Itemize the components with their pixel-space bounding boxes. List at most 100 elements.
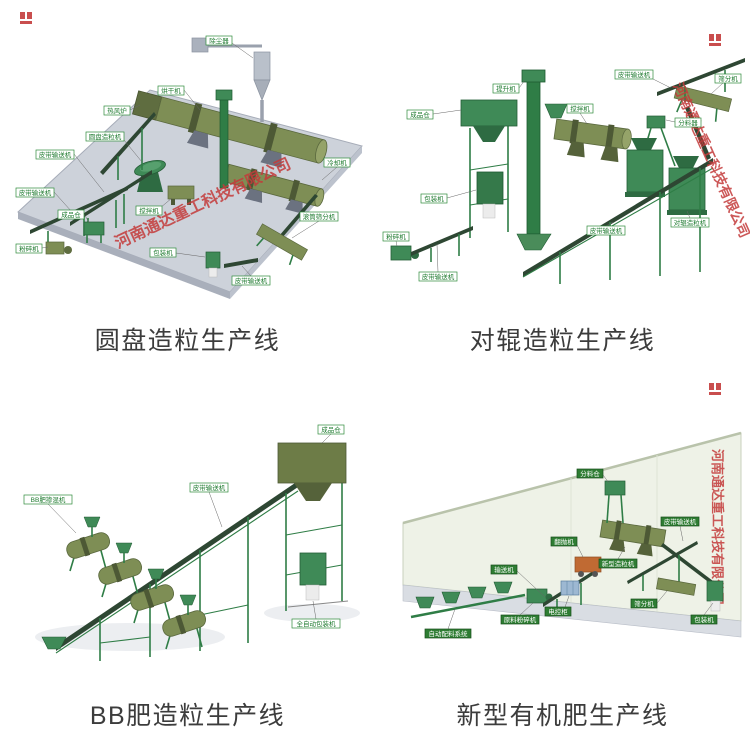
machine-label: 筛分机 [710,73,742,95]
svg-text:筛分机: 筛分机 [634,599,654,608]
bb-mixer [66,516,111,572]
svg-text:烘干机: 烘干机 [161,86,181,95]
svg-text:皮带输送机: 皮带输送机 [590,226,623,235]
bb-mixer [162,594,207,650]
packing-machine [476,171,504,219]
machine-label: 皮带输送机 [15,187,73,213]
machine-label: 搅拌机 [566,103,594,125]
machine-label: 自动配料系统 [424,608,472,639]
machine-label: 热风炉 [103,104,141,116]
red-seal-icon [709,34,721,46]
bb-line-svg: BB肥掺混机 皮带输送机 成品仓 全自动包装机 [23,424,360,661]
svg-text:圆盘造粒机: 圆盘造粒机 [89,132,122,141]
distribution-bin [604,480,626,524]
svg-text:筛分机: 筛分机 [718,74,738,83]
machine-label: 成品仓 [317,424,345,444]
disc-granulator [134,159,166,192]
svg-text:电控柜: 电控柜 [548,607,568,616]
product-caption: 圆盘造粒生产线 [94,327,281,355]
red-seal-icon [709,383,721,395]
belt-conveyor [279,194,318,238]
svg-text:原料粉碎机: 原料粉碎机 [504,615,537,624]
machine-label: BB肥掺混机 [23,494,77,534]
feed-hopper [544,103,568,119]
finished-product-bin [277,442,347,611]
bb-mixer [130,568,175,624]
svg-text:皮带输送机: 皮带输送机 [618,70,651,79]
control-cabinet [560,580,580,596]
illustration-roller-granulation-line: 河南通达重工科技有限公司 成品仓 包装机 提升机 搅拌机 分料器 [375,0,750,303]
svg-text:粉碎机: 粉碎机 [19,244,39,253]
machine-label: 提升机 [492,79,526,94]
machine-label: 烘干机 [157,85,201,111]
roller-granulator [625,138,665,197]
rotary-screen [256,223,308,266]
distributor [644,115,676,167]
disc-line-svg: 河南通达重工科技有限公司 除尘器 烘干机 热风炉 皮带输送机 皮带输送机 [15,12,363,299]
machine-label: 粉碎机 [382,231,410,247]
bucket-elevator [215,89,233,189]
machine-label: 包装机 [690,602,718,625]
svg-text:包装机: 包装机 [694,615,714,624]
product-bin-platform [460,99,518,238]
svg-text:除尘器: 除尘器 [209,36,229,45]
machine-label: 成品仓 [406,109,462,120]
machine-label: 皮带输送机 [614,69,672,89]
machine-label: 皮带输送机 [231,265,271,286]
product-card-roller-granulation-line[interactable]: 河南通达重工科技有限公司 成品仓 包装机 提升机 搅拌机 分料器 [375,0,750,375]
machine-label: 搅拌机 [135,197,173,216]
machine-label: 电控柜 [544,595,572,617]
roller-line-svg: 河南通达重工科技有限公司 成品仓 包装机 提升机 搅拌机 分料器 [382,34,750,284]
machine-label: 粉碎机 [15,243,49,254]
machine-label: 冷却机 [321,157,351,181]
svg-text:成品仓: 成品仓 [61,210,81,219]
machine-label: 皮带输送机 [660,516,700,542]
svg-text:对辊造粒机: 对辊造粒机 [674,218,707,227]
belt-conveyor [224,258,258,268]
machine-label: 原料粉碎机 [500,602,540,625]
machine-label: 翻抛机 [550,536,584,558]
illustration-organic-fertilizer-line: 河南通达重工科技有限公司 [375,375,750,678]
storage-bin [83,221,105,243]
svg-text:新型造粒机: 新型造粒机 [602,559,635,568]
svg-text:皮带输送机: 皮带输送机 [235,276,268,285]
belt-conveyor [661,543,713,584]
batching-system [410,581,526,619]
bb-mixer [98,542,143,598]
belt-conveyor [411,226,473,262]
svg-text:成品仓: 成品仓 [410,110,430,119]
svg-text:分料器: 分料器 [678,118,698,127]
machine-label: 成品仓 [57,209,91,225]
machine-label: 对辊造粒机 [670,210,710,228]
granulator-drum [599,519,667,557]
svg-text:冷却机: 冷却机 [327,158,347,167]
svg-text:皮带输送机: 皮带输送机 [19,188,52,197]
svg-text:翻抛机: 翻抛机 [554,537,574,546]
product-card-disc-granulation-line[interactable]: 河南通达重工科技有限公司 除尘器 烘干机 热风炉 皮带输送机 皮带输送机 [0,0,375,375]
product-caption: 对辊造粒生产线 [469,327,656,355]
svg-text:皮带输送机: 皮带输送机 [39,150,72,159]
product-card-bb-fertilizer-line[interactable]: BB肥掺混机 皮带输送机 成品仓 全自动包装机 BB肥造粒生产线 [0,375,375,750]
machine-label: 皮带输送机 [418,243,458,282]
machine-label: 筛分机 [630,590,668,609]
svg-text:包装机: 包装机 [153,248,173,257]
svg-text:搅拌机: 搅拌机 [570,104,590,113]
svg-text:皮带输送机: 皮带输送机 [664,517,697,526]
watermark-text: 河南通达重工科技有限公司 [710,449,725,605]
rotary-cooler-drum [223,163,325,214]
feed-hopper [41,636,67,650]
machine-label: 滚筒筛分机 [291,211,339,239]
product-card-organic-fertilizer-line[interactable]: 河南通达重工科技有限公司 [375,375,750,750]
machine-label: 皮带输送机 [35,149,105,193]
machine-label: 除尘器 [205,35,254,59]
illustration-bb-fertilizer-line: BB肥掺混机 皮带输送机 成品仓 全自动包装机 [0,375,375,678]
mixer [167,185,195,205]
svg-text:自动配料系统: 自动配料系统 [429,629,469,638]
svg-text:包装机: 包装机 [424,194,444,203]
svg-text:粉碎机: 粉碎机 [386,232,406,241]
bucket-elevator [516,69,552,251]
machine-label: 分料器 [665,117,702,128]
belt-conveyor [522,158,714,284]
machine-label: 分料仓 [576,468,610,484]
